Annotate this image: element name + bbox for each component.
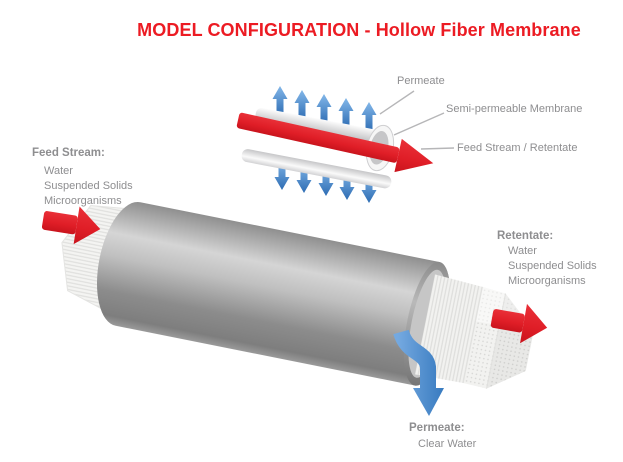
mini-permeate-up-arrows: [272, 86, 377, 132]
retentate-item: Suspended Solids: [508, 260, 597, 272]
mini-permeate-down-arrows: [274, 160, 377, 203]
feed-stream-item: Microorganisms: [44, 195, 122, 207]
feed-arrow: [41, 206, 101, 245]
mini-label-permeate: Permeate: [397, 75, 445, 87]
feed-stream-list: Water Suspended Solids Microorganisms: [44, 164, 133, 209]
mini-label-membrane: Semi-permeable Membrane: [446, 103, 583, 115]
module-cylinder-body: [96, 201, 451, 386]
mini-fiber-tube: [241, 108, 394, 189]
fiber-bundle-end: [463, 286, 534, 389]
diagram-title: MODEL CONFIGURATION - Hollow Fiber Membr…: [137, 20, 581, 40]
mini-leader-lines: [379, 90, 455, 150]
leader-line-membrane: [393, 112, 445, 136]
permeate-item: Clear Water: [418, 438, 477, 450]
leader-line-feed-retentate: [420, 147, 455, 150]
mini-tube-bottom-wall: [241, 149, 392, 189]
permeate-list: Clear Water: [418, 437, 476, 452]
feed-stream-item: Water: [44, 165, 73, 177]
permeate-arrow: [393, 329, 444, 416]
membrane-module: [61, 201, 534, 389]
mini-feed-arrow: [236, 112, 434, 173]
permeate-heading: Permeate:: [409, 422, 465, 434]
mini-tube-top-wall: [255, 108, 394, 145]
leader-line-permeate: [379, 90, 415, 115]
retentate-list: Water Suspended Solids Microorganisms: [508, 244, 597, 289]
mini-label-feed-retentate: Feed Stream / Retentate: [457, 142, 578, 154]
fiber-bundle-edges: [462, 286, 507, 389]
retentate-item: Water: [508, 245, 537, 257]
retentate-arrow: [490, 303, 548, 344]
fiber-bundle-right: [414, 274, 534, 389]
feed-stream-item: Suspended Solids: [44, 180, 133, 192]
retentate-item: Microorganisms: [508, 275, 586, 287]
retentate-heading: Retentate:: [497, 230, 554, 242]
feed-stream-heading: Feed Stream:: [32, 147, 105, 159]
